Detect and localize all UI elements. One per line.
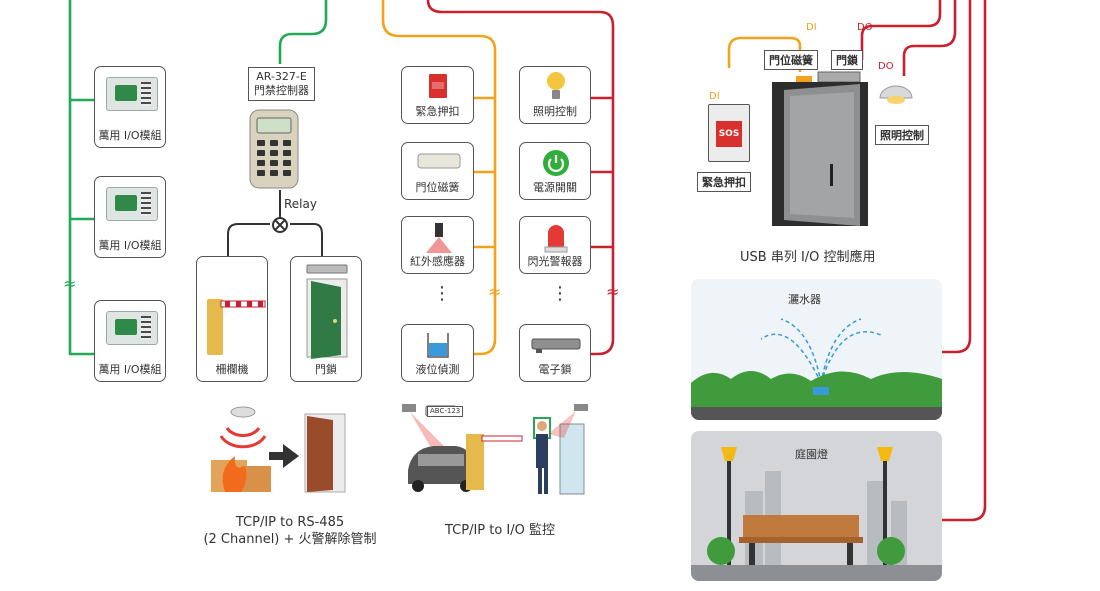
- usb-emergency-label: 緊急押扣: [697, 172, 751, 192]
- fire-release-illustration: [211, 406, 346, 493]
- strobe-alarm-icon: [544, 225, 568, 253]
- relay-wire-barrier: [227, 223, 270, 256]
- do-label-lock: DO: [857, 22, 873, 33]
- infrared-sensor-icon: [426, 223, 452, 253]
- squiggle-red: ≈: [606, 282, 620, 301]
- io-module-2[interactable]: 萬用 I/O模組: [94, 176, 166, 258]
- door-lock-icon: [306, 264, 348, 359]
- red-usb-wire-lock: [860, 0, 942, 60]
- usb-door-scene: [772, 71, 913, 226]
- barrier-gate-label: 柵欄機: [215, 363, 249, 376]
- io-module-3[interactable]: 萬用 I/O模組: [94, 300, 166, 382]
- green-controller-wire: [278, 0, 328, 64]
- monitor-caption: TCP/IP to I/O 監控: [444, 523, 556, 538]
- sprinkler-label: 灑水器: [788, 293, 821, 306]
- do-label-light: DO: [878, 61, 894, 72]
- relay-wire-lock: [290, 223, 323, 256]
- garden-light-panel: 庭園燈: [691, 431, 942, 581]
- magnetic-sensor-icon: [417, 153, 461, 169]
- input-label: 門位磁簧: [415, 181, 460, 194]
- power-button-icon: [543, 150, 569, 176]
- io-module-label: 萬用 I/O模組: [98, 129, 162, 142]
- output-label: 電子鎖: [538, 363, 572, 376]
- input-label: 液位偵測: [415, 363, 460, 376]
- red-bus-wire: [426, 0, 615, 356]
- output-electric-lock[interactable]: 電子鎖: [519, 324, 591, 382]
- usb-application-title: USB 串列 I/O 控制應用: [740, 250, 876, 265]
- io-board-icon: [106, 77, 158, 111]
- output-lighting[interactable]: 照明控制: [519, 66, 591, 124]
- controller-label: AR-327-E 門禁控制器: [248, 67, 315, 101]
- water-level-icon: [427, 333, 449, 358]
- output-label: 閃光警報器: [527, 255, 583, 268]
- red-wire-sprinkler: [942, 0, 972, 354]
- orange-usb-wire: [727, 36, 802, 72]
- output-label: 電源開關: [533, 181, 577, 194]
- barrier-gate-box[interactable]: 柵欄機: [196, 256, 268, 382]
- door-lock-box[interactable]: 門鎖: [290, 256, 362, 382]
- fire-caption-line2: (2 Channel) + 火警解除管制: [203, 532, 377, 547]
- electric-lock-icon: [531, 338, 581, 353]
- input-label: 紅外感應器: [410, 255, 465, 268]
- controller-model: AR-327-E: [256, 70, 307, 83]
- squiggle-orange: ≈: [488, 282, 502, 301]
- output-strobe-alarm[interactable]: 閃光警報器: [519, 216, 591, 274]
- door-lock-label: 門鎖: [315, 363, 337, 376]
- vehicle-monitor-illustration: [402, 404, 588, 495]
- green-bus-wire: [68, 0, 96, 356]
- orange-bus-wire: [381, 0, 497, 356]
- usb-lighting-label: 照明控制: [875, 125, 929, 145]
- input-door-sensor[interactable]: 門位磁簧: [401, 142, 474, 200]
- keypad-controller-icon: [249, 109, 299, 189]
- input-label: 緊急押扣: [415, 105, 460, 118]
- more-inputs-dots: ⋮: [433, 283, 451, 304]
- garden-light-label: 庭園燈: [795, 448, 828, 461]
- usb-emergency-box[interactable]: SOS: [708, 104, 750, 162]
- controller-name: 門禁控制器: [254, 84, 309, 97]
- io-module-1[interactable]: 萬用 I/O模組: [94, 66, 166, 148]
- input-emergency-button[interactable]: 緊急押扣: [401, 66, 474, 124]
- input-ir-sensor[interactable]: 紅外感應器: [401, 216, 474, 274]
- license-plate: ABC-123: [427, 406, 464, 417]
- sos-button-icon: [429, 74, 447, 98]
- fire-caption-line1: TCP/IP to RS-485: [235, 515, 345, 530]
- io-module-label: 萬用 I/O模組: [98, 239, 162, 252]
- io-board-icon: [106, 187, 158, 221]
- light-bulb-icon: [547, 72, 565, 99]
- sprinkler-scene: [691, 318, 942, 420]
- sos-button: SOS: [716, 121, 742, 147]
- di-label-emergency: DI: [709, 91, 720, 102]
- output-power-switch[interactable]: 電源開關: [519, 142, 591, 200]
- output-label: 照明控制: [533, 105, 577, 118]
- usb-door-lock-label: 門鎖: [831, 50, 863, 70]
- io-board-icon: [106, 311, 158, 345]
- fire-caption: TCP/IP to RS-485 (2 Channel) + 火警解除管制: [180, 514, 400, 548]
- relay-label: Relay: [284, 197, 317, 211]
- input-level-detect[interactable]: 液位偵測: [401, 324, 474, 382]
- barrier-gate-icon: [207, 299, 266, 355]
- relay-switch-icon: [272, 217, 288, 233]
- red-wire-garden: [942, 0, 987, 522]
- sprinkler-panel: 灑水器: [691, 279, 942, 420]
- di-label-door: DI: [806, 22, 817, 33]
- squiggle-green: ≈: [63, 274, 77, 293]
- more-outputs-dots: ⋮: [551, 283, 569, 304]
- garden-scene: [691, 447, 942, 581]
- usb-door-sensor-label: 門位磁簧: [764, 50, 818, 70]
- red-usb-wire-light: [902, 0, 957, 76]
- io-module-label: 萬用 I/O模組: [98, 363, 162, 376]
